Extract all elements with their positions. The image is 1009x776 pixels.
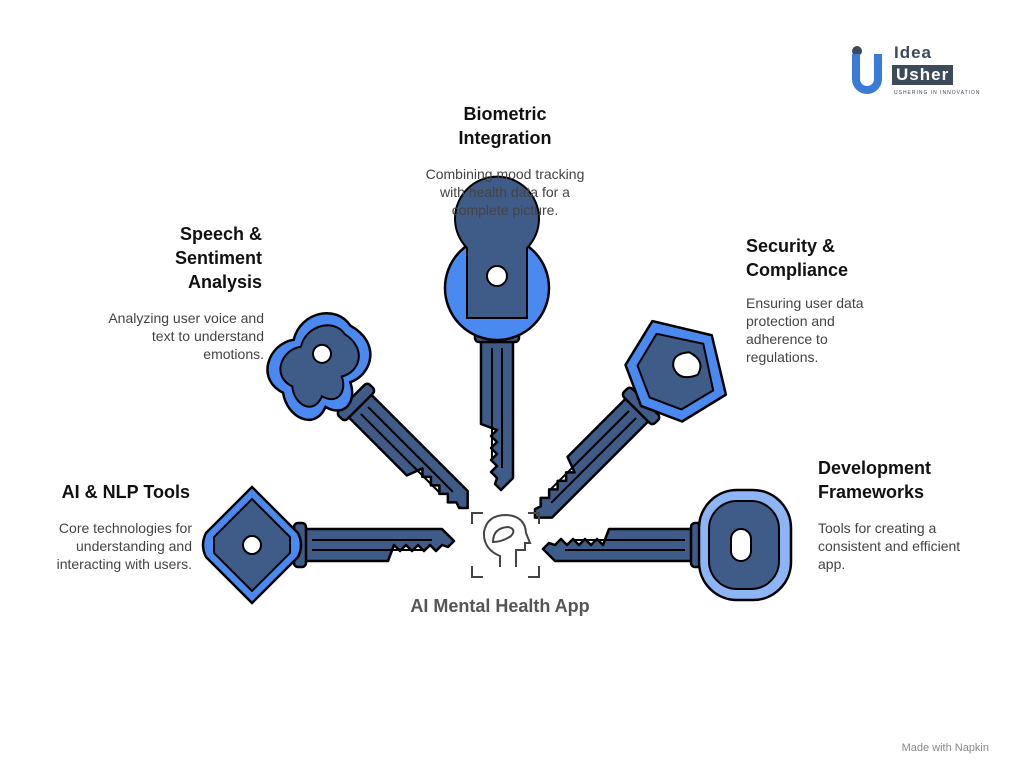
logo-text-idea: Idea [894, 43, 933, 62]
key-development [541, 488, 793, 602]
logo-text-usher: Usher [892, 65, 954, 85]
center-label: AI Mental Health App [410, 596, 590, 616]
item-title-biometric: Biometric Integration [458, 104, 552, 148]
item-desc-biometric: Combining mood tracking with health data… [425, 166, 585, 218]
item-desc-development: Tools for creating a consistent and effi… [818, 520, 961, 572]
item-title-ai-nlp: AI & NLP Tools [61, 482, 190, 502]
head-brain-scan-icon [471, 512, 540, 578]
logo-tagline: USHERING IN INNOVATION [894, 90, 981, 96]
key-security [515, 319, 728, 532]
key-speech-sentiment [266, 311, 482, 528]
item-desc-ai-nlp: Core technologies for understanding and … [56, 520, 192, 572]
item-title-security: Security & Compliance [746, 236, 849, 280]
key-biometric [443, 175, 551, 492]
key-ai-nlp [201, 485, 456, 605]
logo-u-mark [852, 54, 882, 94]
item-title-speech: Speech & Sentiment Analysis [174, 224, 262, 292]
item-desc-speech: Analyzing user voice and text to underst… [108, 310, 264, 362]
logo-dot [852, 46, 862, 56]
item-desc-security: Ensuring user data protection and adhere… [746, 295, 864, 365]
item-title-development: Development Frameworks [818, 458, 932, 502]
made-with-napkin: Made with Napkin [901, 742, 989, 754]
idea-usher-logo: Idea Usher USHERING IN INNOVATION [850, 43, 980, 100]
